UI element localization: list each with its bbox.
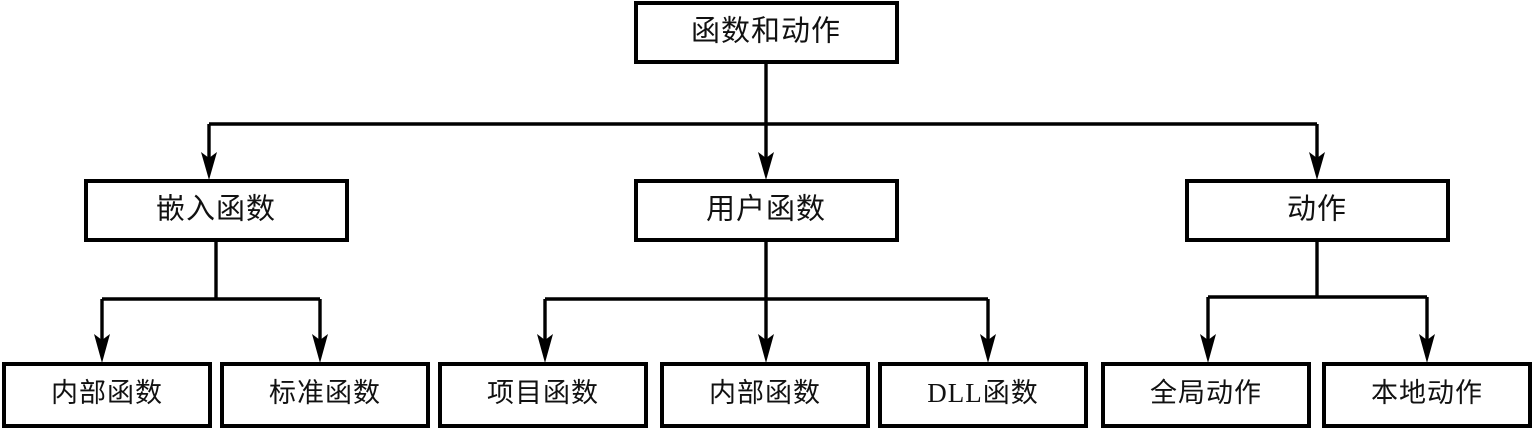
node-project-functions[interactable]: 项目函数 bbox=[438, 362, 648, 428]
node-embedded-functions-label: 嵌入函数 bbox=[156, 193, 276, 226]
node-dll-functions[interactable]: DLL函数 bbox=[878, 362, 1088, 428]
arrowhead-to-local-actions bbox=[1419, 334, 1435, 363]
node-dll-functions-label: DLL函数 bbox=[927, 378, 1038, 408]
node-internal-functions-1-box bbox=[2, 362, 212, 428]
arrowhead-to-internal-functions-1 bbox=[94, 334, 110, 363]
arrowhead-to-standard-functions bbox=[312, 334, 328, 363]
node-global-actions-label: 全局动作 bbox=[1150, 378, 1262, 408]
node-project-functions-box bbox=[438, 362, 648, 428]
node-user-functions-box bbox=[634, 179, 899, 242]
node-root-label: 函数和动作 bbox=[691, 15, 841, 48]
node-local-actions-label: 本地动作 bbox=[1371, 378, 1483, 408]
arrowhead-to-user-functions bbox=[758, 152, 774, 180]
node-global-actions[interactable]: 全局动作 bbox=[1101, 362, 1311, 428]
node-root-functions-and-actions[interactable]: 函数和动作 bbox=[634, 1, 899, 64]
node-internal-functions-2[interactable]: 内部函数 bbox=[660, 362, 870, 428]
node-local-actions[interactable]: 本地动作 bbox=[1322, 362, 1532, 428]
arrowhead-to-project-functions bbox=[537, 334, 553, 363]
node-actions-box bbox=[1185, 179, 1450, 242]
arrowhead-to-global-actions bbox=[1200, 334, 1216, 363]
node-actions-label: 动作 bbox=[1287, 193, 1347, 226]
node-user-functions[interactable]: 用户函数 bbox=[634, 179, 899, 242]
node-root-box bbox=[634, 1, 899, 64]
node-standard-functions-box bbox=[220, 362, 430, 428]
node-internal-functions-2-label: 内部函数 bbox=[709, 378, 821, 408]
node-actions[interactable]: 动作 bbox=[1185, 179, 1450, 242]
node-internal-functions-2-box bbox=[660, 362, 870, 428]
node-global-actions-box bbox=[1101, 362, 1311, 428]
node-project-functions-label: 项目函数 bbox=[487, 378, 599, 408]
arrowhead-to-dll-functions bbox=[980, 334, 996, 363]
connector-group-actions-to-children bbox=[1200, 241, 1435, 363]
node-embedded-functions[interactable]: 嵌入函数 bbox=[84, 179, 349, 242]
connector-group-root-to-level2 bbox=[201, 62, 1325, 180]
node-dll-functions-box bbox=[878, 362, 1088, 428]
arrowhead-to-embedded-functions bbox=[201, 152, 217, 180]
connector-group-user-to-children bbox=[537, 241, 996, 363]
arrowhead-to-actions bbox=[1309, 152, 1325, 180]
node-local-actions-box bbox=[1322, 362, 1532, 428]
arrowhead-to-internal-functions-2 bbox=[758, 334, 774, 363]
connector-group-embedded-to-children bbox=[94, 241, 328, 363]
node-internal-functions-1-label: 内部函数 bbox=[51, 378, 163, 408]
node-standard-functions-label: 标准函数 bbox=[269, 378, 381, 408]
node-internal-functions-1[interactable]: 内部函数 bbox=[2, 362, 212, 428]
node-standard-functions[interactable]: 标准函数 bbox=[220, 362, 430, 428]
node-embedded-functions-box bbox=[84, 179, 349, 242]
node-user-functions-label: 用户函数 bbox=[706, 193, 826, 226]
